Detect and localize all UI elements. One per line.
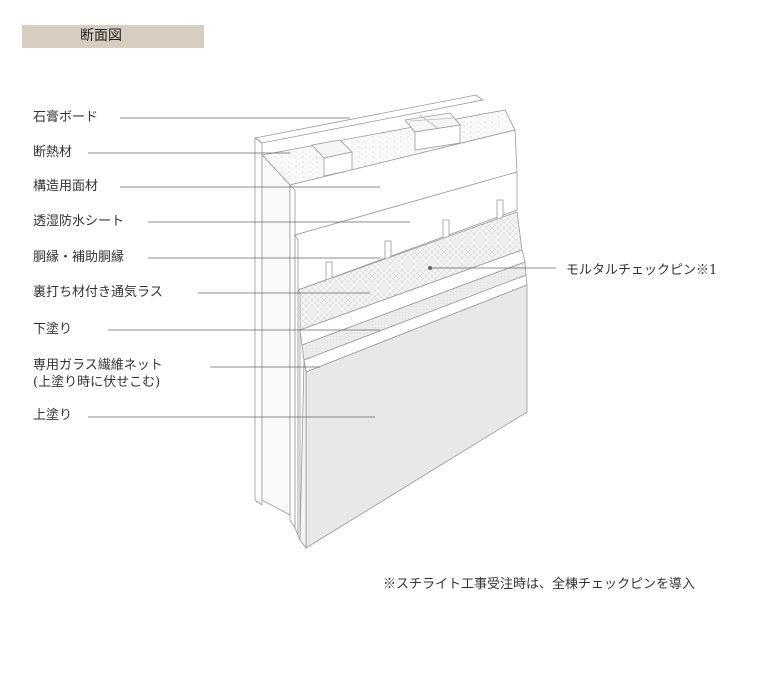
label-furring: 胴縁・補助胴縁 <box>33 250 125 265</box>
label-mortar-check-pin: モルタルチェックピン※1 <box>566 263 718 278</box>
label-glass-net-note: (上塗り時に伏せこむ) <box>33 375 161 390</box>
label-moisture-barrier: 透湿防水シート <box>33 214 125 229</box>
footnote: ※スチライト工事受注時は、全棟チェックピンを導入 <box>383 577 696 592</box>
label-structural-panel: 構造用面材 <box>33 179 99 194</box>
section-title: 断面図 <box>22 25 204 48</box>
label-gypsum-board: 石膏ボード <box>33 110 99 125</box>
label-insulation: 断熱材 <box>33 145 73 160</box>
label-glass-net: 専用ガラス繊維ネット <box>33 358 163 373</box>
label-finish-coat: 上塗り <box>33 408 73 423</box>
leader-lines <box>88 117 556 418</box>
label-undercoat: 下塗り <box>33 322 73 337</box>
label-lath: 裏打ち材付き通気ラス <box>33 285 163 300</box>
